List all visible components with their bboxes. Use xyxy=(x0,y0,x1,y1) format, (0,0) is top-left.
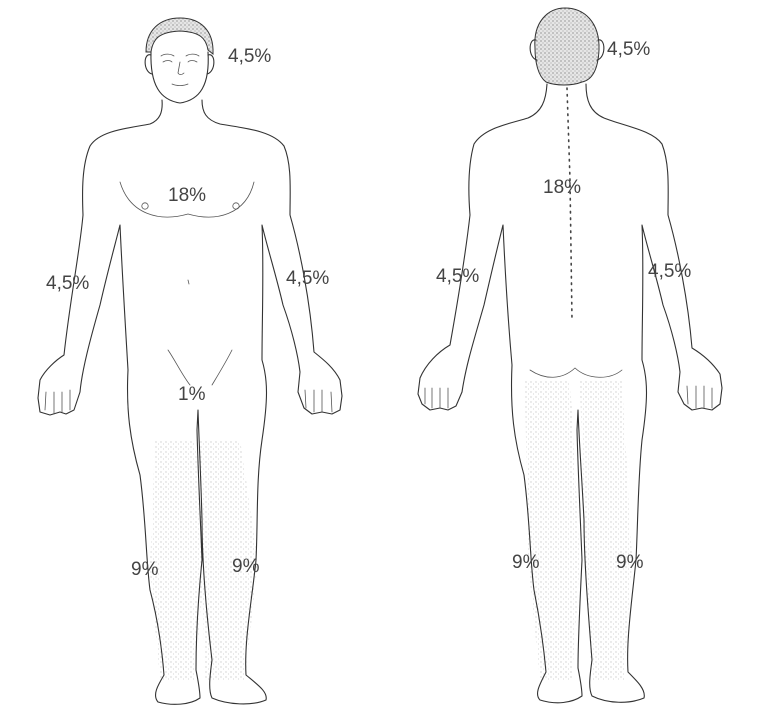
front-view: 4,5% 18% 4,5% 4,5% 1% 9% 9% xyxy=(37,17,343,705)
front-leg-left-label: 9% xyxy=(232,556,260,577)
front-head-label: 4,5% xyxy=(228,46,271,67)
front-genital-label: 1% xyxy=(178,384,206,405)
front-chest-line xyxy=(119,181,255,218)
front-arm-right-label: 4,5% xyxy=(46,273,89,294)
back-arm-right-label: 4,5% xyxy=(648,261,691,282)
front-navel xyxy=(187,279,190,285)
back-ear-left xyxy=(529,39,538,61)
front-body-outline xyxy=(37,99,343,705)
front-leg-right-label: 9% xyxy=(131,559,159,580)
front-hand-fingers-right xyxy=(44,389,71,415)
front-leg-shading-left xyxy=(200,440,258,680)
front-ear-right xyxy=(144,54,153,75)
front-groin-line xyxy=(167,349,233,386)
front-nipple-left xyxy=(232,202,240,210)
back-leg-shading-left xyxy=(525,380,580,680)
back-hand-fingers-right xyxy=(686,385,713,409)
back-head xyxy=(534,7,600,86)
back-head-label: 4,5% xyxy=(607,39,650,60)
front-head-outline xyxy=(150,51,209,104)
front-leg-shading-right xyxy=(150,440,205,680)
back-buttock-line xyxy=(529,367,623,378)
back-ear-right xyxy=(596,39,605,61)
back-leg-shading-right xyxy=(580,380,632,680)
back-spine xyxy=(566,87,573,321)
back-arm-left-label: 4,5% xyxy=(436,266,479,287)
front-face xyxy=(160,53,200,86)
back-hand-fingers-left xyxy=(424,387,449,409)
back-view: 4,5% 18% 4,5% 4,5% 9% 9% xyxy=(417,7,723,704)
front-hair xyxy=(145,17,214,56)
front-trunk-label: 18% xyxy=(168,185,206,206)
front-nipple-right xyxy=(141,202,149,210)
front-hand-fingers-left xyxy=(304,389,333,413)
front-arm-left-label: 4,5% xyxy=(286,268,329,289)
back-trunk-label: 18% xyxy=(543,177,581,198)
back-leg-left-label: 9% xyxy=(512,552,540,573)
front-ear-left xyxy=(206,54,215,75)
back-body-outline xyxy=(417,83,723,704)
back-leg-right-label: 9% xyxy=(616,552,644,573)
